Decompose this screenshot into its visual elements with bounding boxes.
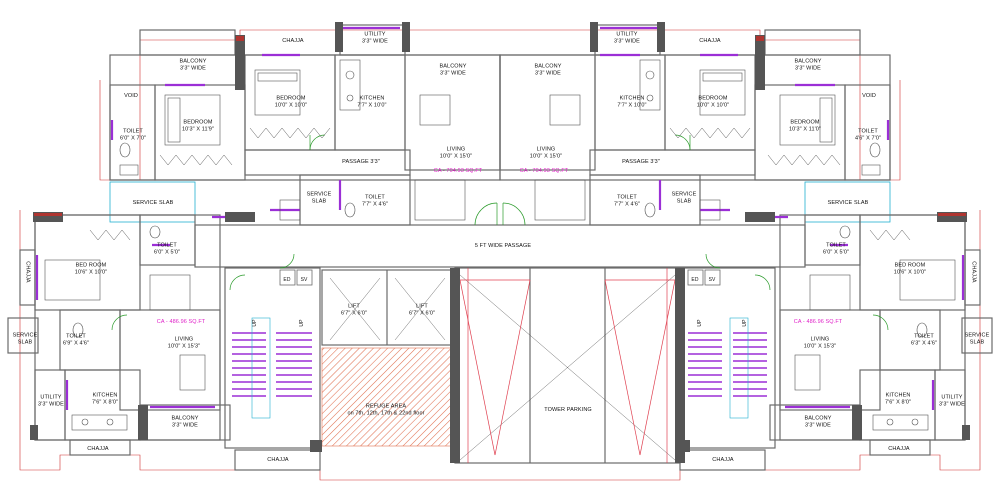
furniture bbox=[44, 69, 956, 391]
service-slabs-upper bbox=[109, 181, 891, 223]
corridor-label: 5 FT WIDE PASSAGE bbox=[474, 242, 532, 249]
lift-crosses bbox=[329, 274, 676, 461]
columns-red bbox=[34, 36, 966, 216]
toilet-fixtures bbox=[72, 142, 928, 338]
stairs-left bbox=[232, 332, 312, 397]
tower-parking-label: TOWER PARKING bbox=[544, 406, 592, 413]
chajja-bottom2-label-lower-right: CHAJJA bbox=[712, 456, 734, 463]
void-label-right: VOID bbox=[862, 92, 876, 99]
stair-up2-label-left: UP bbox=[299, 319, 305, 327]
chajja-bottom-label-lower-right: CHAJJA bbox=[888, 445, 910, 452]
stair-handrails bbox=[251, 317, 749, 419]
refuge-area-hatch bbox=[321, 347, 453, 447]
upper-right-unit bbox=[499, 24, 891, 226]
chajja-bottom-label-lower-left: CHAJJA bbox=[87, 445, 109, 452]
chajja-label-upper-left: CHAJJA bbox=[282, 37, 304, 44]
tower-parking-lines bbox=[459, 268, 676, 463]
sv-label-left: SV bbox=[300, 277, 308, 283]
passage-label-right: PASSAGE 3'3" bbox=[622, 158, 660, 165]
passage-label-left: PASSAGE 3'3" bbox=[342, 158, 380, 165]
service-slab-label-upper-left: SERVICE SLAB bbox=[132, 199, 174, 206]
stair-up-label-right: UP bbox=[697, 319, 703, 327]
kitchen-counters bbox=[71, 59, 929, 431]
ed-label-left: ED bbox=[283, 277, 291, 283]
windows bbox=[35, 26, 965, 410]
wardrobes bbox=[89, 127, 911, 241]
stair-up2-label-right: UP bbox=[742, 319, 748, 327]
chajja-label-upper-right: CHAJJA bbox=[699, 37, 721, 44]
shafts bbox=[279, 269, 721, 286]
carpet-area-label-lower-left: CA - 486.96 SQ.FT bbox=[156, 318, 206, 325]
carpet-area-label-left: CA - 704.93 SQ.FT bbox=[433, 167, 483, 174]
lower-right-unit bbox=[679, 214, 993, 471]
chajja-bottom2-label-lower-left: CHAJJA bbox=[267, 456, 289, 463]
doors bbox=[111, 134, 889, 331]
stair-up-label-left: UP bbox=[252, 319, 258, 327]
ed-label-right: ED bbox=[691, 277, 699, 283]
void-label-left: VOID bbox=[124, 92, 138, 99]
carpet-area-label-lower-right: CA - 486.96 SQ.FT bbox=[793, 318, 843, 325]
stairs-right bbox=[688, 332, 767, 397]
chajja-side-label-lower-left: CHAJJA bbox=[24, 261, 31, 283]
chajja-side-label-lower-right: CHAJJA bbox=[970, 261, 977, 283]
columns bbox=[30, 22, 970, 463]
core-block bbox=[224, 267, 776, 464]
sv-label-right: SV bbox=[708, 277, 716, 283]
service-slab-label-upper-right: SERVICE SLAB bbox=[827, 199, 869, 206]
carpet-area-label-right: CA - 704.93 SQ.FT bbox=[519, 167, 569, 174]
